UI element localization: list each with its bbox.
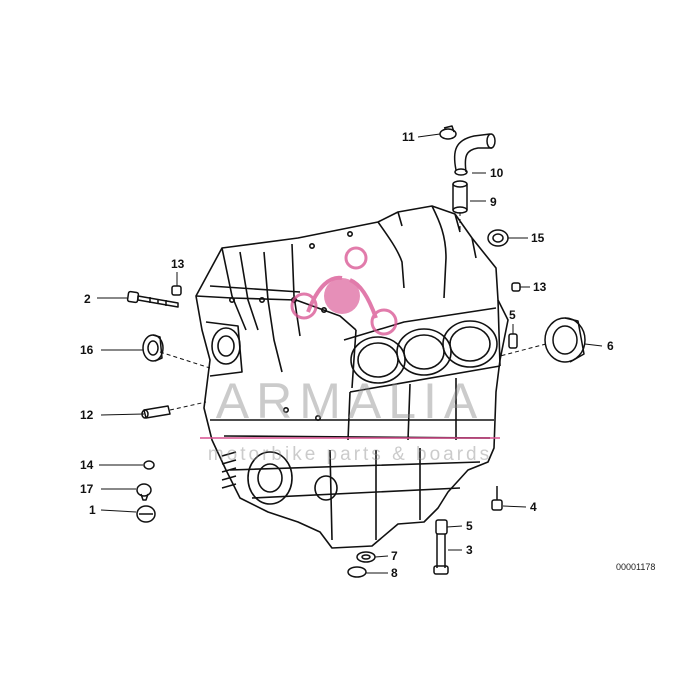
part-1-screw-plug [136, 505, 156, 523]
callout-6: 6 [607, 339, 614, 353]
callout-13-left: 13 [171, 257, 185, 271]
callout-5-upper: 5 [509, 308, 516, 322]
callout-3: 3 [466, 543, 473, 557]
callout-13-right: 13 [533, 280, 547, 294]
callout-10: 10 [490, 166, 504, 180]
watermark-emblem [200, 246, 500, 439]
part-16-seal [142, 334, 164, 362]
part-17-screw [136, 483, 152, 501]
diagram-reference-number: 00001178 [616, 562, 656, 572]
part-6-shaft-seal [544, 317, 586, 363]
part-4-bolt [491, 486, 503, 511]
part-7-washer [356, 551, 376, 563]
callout-7: 7 [391, 549, 398, 563]
callout-15: 15 [531, 231, 545, 245]
callout-4: 4 [530, 500, 537, 514]
part-10-hose [453, 133, 496, 176]
part-13-stud-left [171, 285, 182, 296]
callout-11: 11 [402, 130, 415, 144]
callout-14: 14 [80, 458, 94, 472]
watermark-subtitle: motorbike parts & boards [207, 444, 493, 465]
callout-17: 17 [80, 482, 94, 496]
part-12-dowel [141, 405, 171, 419]
part-14-plug [143, 460, 155, 470]
callout-5-lower: 5 [466, 519, 473, 533]
callout-2: 2 [84, 292, 91, 306]
part-5-sleeve-lower [435, 519, 448, 535]
watermark-wordmark: ARMALIA [215, 373, 485, 429]
callout-12: 12 [80, 408, 94, 422]
engine-block [195, 205, 509, 549]
part-9-sleeve [452, 180, 468, 214]
part-2-long-bolt [126, 290, 179, 308]
leader-lines [97, 133, 603, 574]
part-3-bolt [433, 534, 449, 575]
callout-1: 1 [89, 503, 96, 517]
part-5-sleeve-upper [508, 333, 518, 349]
callout-16: 16 [80, 343, 94, 357]
callout-8: 8 [391, 566, 398, 580]
part-11-clamp [439, 125, 457, 140]
part-8-oring [347, 566, 367, 578]
part-13-stud-right [511, 282, 521, 292]
part-15-cap [487, 229, 509, 247]
callout-9: 9 [490, 195, 497, 209]
